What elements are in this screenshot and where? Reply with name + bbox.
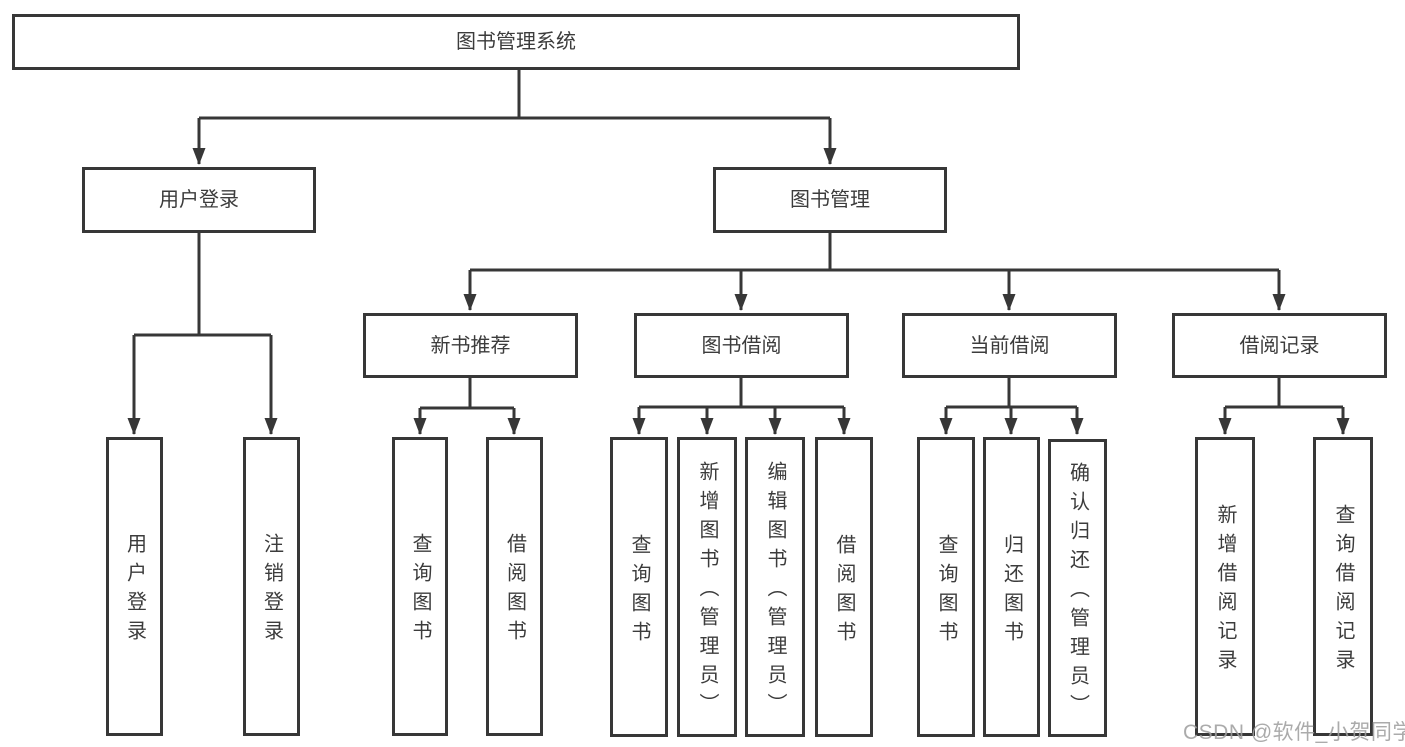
node-new-book-recommend: 新书推荐: [363, 313, 578, 378]
csdn-watermark: CSDN @软件_小贺同学: [1183, 721, 1405, 744]
node-leaf-br-query-record: 查询借阅记录: [1313, 437, 1373, 736]
edge-current-borrowing-rail: [946, 378, 1077, 409]
node-leaf-bb-query-books: 查询图书: [610, 437, 668, 737]
edge-book-management-rail: [470, 233, 1279, 272]
node-book-management: 图书管理: [713, 167, 947, 233]
node-current-borrowing: 当前借阅: [902, 313, 1117, 378]
node-leaf-bb-edit-books: 编辑图书（管理员）: [745, 437, 805, 737]
edge-new-book-recommend-rail: [420, 378, 514, 410]
node-root: 图书管理系统: [12, 14, 1020, 70]
edge-root-rail: [199, 70, 830, 120]
node-leaf-logout: 注销登录: [243, 437, 300, 736]
node-user-login: 用户登录: [82, 167, 316, 233]
edge-book-borrowing-rail: [639, 378, 844, 409]
node-leaf-cb-query-books: 查询图书: [917, 437, 975, 737]
node-borrowing-records: 借阅记录: [1172, 313, 1387, 378]
node-leaf-cb-confirm-return: 确认归还（管理员）: [1048, 439, 1107, 737]
node-book-borrowing: 图书借阅: [634, 313, 849, 378]
node-leaf-cb-return-books: 归还图书: [983, 437, 1040, 737]
node-leaf-user-login: 用户登录: [106, 437, 163, 736]
edge-borrowing-records-rail: [1225, 378, 1343, 409]
node-leaf-bb-add-books: 新增图书（管理员）: [677, 437, 737, 737]
node-leaf-bb-borrow-books: 借阅图书: [815, 437, 873, 737]
edge-user-login-rail: [134, 233, 271, 337]
node-leaf-nb-borrow-books: 借阅图书: [486, 437, 543, 736]
node-leaf-br-add-record: 新增借阅记录: [1195, 437, 1255, 736]
node-leaf-nb-query-books: 查询图书: [392, 437, 448, 736]
